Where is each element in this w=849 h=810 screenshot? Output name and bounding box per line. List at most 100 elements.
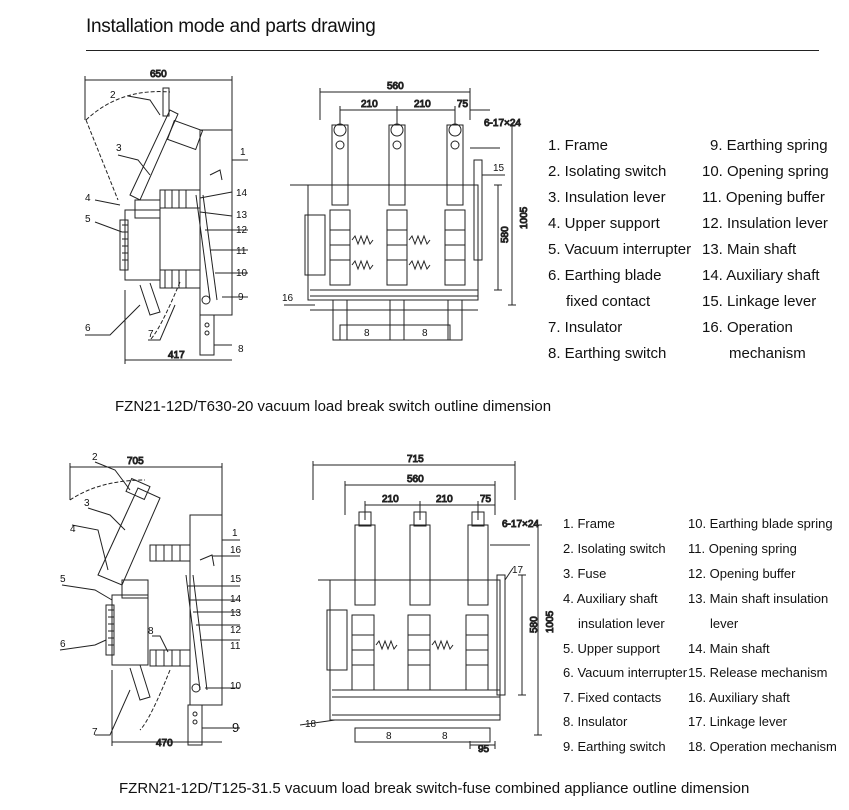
fig2-callout-15: 15	[230, 574, 242, 585]
fig1-dim-580: 580	[500, 226, 511, 243]
fig2-callout-16: 16	[230, 545, 242, 556]
fig2-legend-item: 15. Release mechanism	[688, 665, 828, 680]
fig2-legend-item: 11. Opening spring	[688, 541, 797, 556]
fig2-dim-210b: 210	[436, 494, 453, 505]
fig2-legend-item: 10. Earthing blade spring	[688, 516, 833, 531]
fig2-legend-item: 8. Insulator	[563, 714, 628, 729]
fig1-dim-650: 650	[150, 69, 167, 80]
fig2-legend-item: 7. Fixed contacts	[563, 690, 662, 705]
fig1-legend-item: 11. Opening buffer	[702, 189, 825, 206]
fig2-callout-17: 17	[512, 565, 524, 576]
fig2-callout-3: 3	[84, 498, 90, 509]
fig2-legend-item: 4. Auxiliary shaft	[563, 591, 658, 606]
fig1-legend-item: 1. Frame	[548, 137, 609, 154]
fig1-callout-5: 5	[85, 214, 91, 225]
fig1-legend-item: 2. Isolating switch	[548, 163, 667, 180]
fig2-callout-7: 7	[92, 727, 98, 738]
svg-text:8: 8	[442, 731, 448, 742]
fig2-legend-item: 1. Frame	[563, 516, 616, 531]
fig2-dim-580: 580	[529, 616, 540, 633]
fig1-callout-10: 10	[236, 268, 248, 279]
fig2-legend-item: 13. Main shaft insulation	[688, 591, 829, 606]
fig2-dim-95: 95	[478, 744, 490, 755]
fig2-legend-item: 12. Opening buffer	[688, 566, 796, 581]
fig2-legend-item: 3. Fuse	[563, 566, 607, 581]
fig2-legend-item: insulation lever	[578, 616, 665, 631]
fig2-callout-8: 8	[148, 626, 154, 637]
fig2-legend-item: lever	[710, 616, 739, 631]
fig1-legend-item: 16. Operation	[702, 319, 793, 336]
fig1-dim-210b: 210	[414, 99, 431, 110]
fig2-legend-item: 18. Operation mechanism	[688, 739, 837, 754]
fig1-legend-item: mechanism	[729, 345, 806, 362]
fig1-dim-210a: 210	[361, 99, 378, 110]
fig1-legend-item: 13. Main shaft	[702, 241, 797, 258]
fig2-legend-item: 9. Earthing switch	[563, 739, 666, 754]
fig1-caption: FZN21-12D/T630-20 vacuum load break swit…	[115, 398, 552, 415]
fig1-dim-1005: 1005	[519, 206, 530, 229]
fig2-callout-13: 13	[230, 608, 242, 619]
fig2-callout-11: 11	[230, 641, 241, 652]
fig1-callout-15: 15	[493, 163, 505, 174]
fig2-callout-10: 10	[230, 681, 242, 692]
fig2-dim-715: 715	[407, 454, 424, 465]
fig1-callout-12: 12	[236, 225, 248, 236]
fig1-legend-item: 7. Insulator	[548, 319, 623, 336]
fig1-legend-item: 5. Vacuum interrupter	[548, 241, 692, 258]
fig1-legend-item: 8. Earthing switch	[548, 345, 667, 362]
fig2-dim-slot: 6-17×24	[502, 519, 539, 530]
fig2-side-view: 705 470	[59, 456, 240, 750]
fig1-callout-9: 9	[238, 292, 244, 303]
fig1-front-view: 560 210 210 75 6-17×24 580 1005	[284, 81, 531, 341]
fig2-callout-1: 1	[232, 528, 238, 539]
fig2-dim-210a: 210	[382, 494, 399, 505]
fig2-caption: FZRN21-12D/T125-31.5 vacuum load break s…	[119, 780, 750, 797]
fig2-callout-6: 6	[60, 639, 66, 650]
fig1-callout-4: 4	[85, 193, 91, 204]
title-divider	[86, 50, 819, 51]
fig2-callout-18: 18	[305, 719, 317, 730]
fig2-dim-560: 560	[407, 474, 424, 485]
fig2-legend-item: 16. Auxiliary shaft	[688, 690, 790, 705]
fig2-dim-705: 705	[127, 456, 144, 467]
fig2-dim-470: 470	[156, 738, 173, 749]
svg-text:8: 8	[422, 328, 428, 339]
fig1-callout-2: 2	[110, 90, 116, 101]
fig1-side-view: 650 417	[84, 69, 248, 364]
fig2-callout-2: 2	[92, 452, 98, 463]
fig2-dim-75: 75	[480, 494, 492, 505]
fig2-front-view: 715 560 210 210 75 6-17×24 580 1005 95	[299, 454, 557, 756]
fig2-callout-12: 12	[230, 625, 242, 636]
fig1-dim-slot: 6-17×24	[484, 118, 521, 129]
fig1-dim-75: 75	[457, 99, 469, 110]
fig1-legend-item: fixed contact	[566, 293, 651, 310]
fig2-legend-item: 17. Linkage lever	[688, 714, 788, 729]
fig1-legend-item: 3. Insulation lever	[548, 189, 666, 206]
fig2-callout-14: 14	[230, 594, 242, 605]
fig2-legend-item: 6. Vacuum interrupter	[563, 665, 688, 680]
fig1-callout-8: 8	[238, 344, 244, 355]
fig2-legend-item: 2. Isolating switch	[563, 541, 666, 556]
fig1-legend-item: 15. Linkage lever	[702, 293, 817, 310]
fig1-callout-6: 6	[85, 323, 91, 334]
svg-text:8: 8	[386, 731, 392, 742]
fig1-callout-3: 3	[116, 143, 122, 154]
svg-text:8: 8	[364, 328, 370, 339]
fig1-legend-item: 9. Earthing spring	[710, 137, 828, 154]
fig1-legend-item: 12. Insulation lever	[702, 215, 828, 232]
fig1-callout-7: 7	[148, 329, 154, 340]
fig1-dim-560: 560	[387, 81, 404, 92]
fig1-callout-13: 13	[236, 210, 248, 221]
fig1-dim-417: 417	[168, 350, 185, 361]
fig1-callout-16: 16	[282, 293, 294, 304]
fig2-callout-9: 9	[232, 720, 239, 735]
fig2-legend-item: 14. Main shaft	[688, 641, 770, 656]
page-title: Installation mode and parts drawing	[86, 16, 376, 37]
fig1-legend-item: 14. Auxiliary shaft	[702, 267, 820, 284]
fig1-legend-item: 6. Earthing blade	[548, 267, 662, 284]
fig1-callout-11: 11	[236, 246, 247, 257]
fig1-legend-item: 4. Upper support	[548, 215, 660, 232]
fig1-legend-item: 10. Opening spring	[702, 163, 829, 180]
fig1-callout-1: 1	[240, 147, 246, 158]
